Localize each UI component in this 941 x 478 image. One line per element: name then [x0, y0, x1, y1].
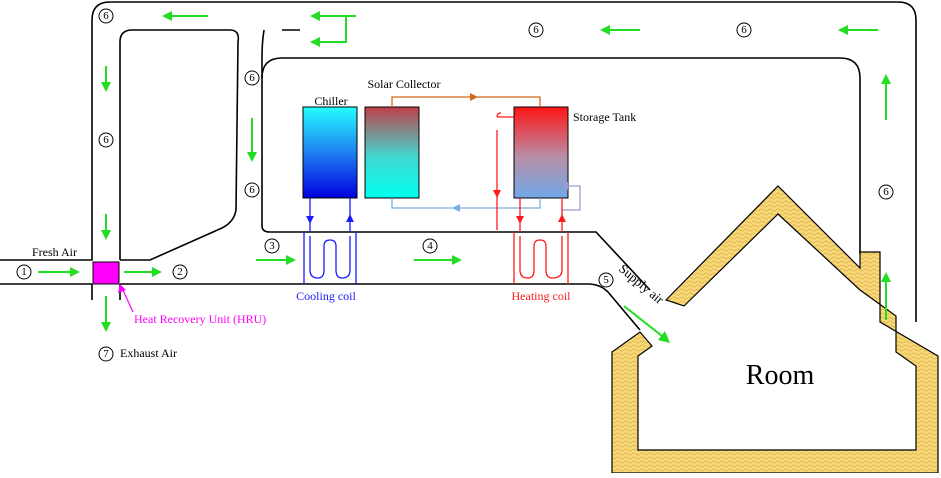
exhaust-air-label: Exhaust Air	[120, 346, 177, 360]
cooling-coil: Cooling coil	[296, 198, 357, 303]
hru-pointer-arrowhead-icon	[118, 284, 126, 293]
room-wall	[611, 185, 939, 474]
node-7: 7	[98, 346, 114, 362]
lower-supply-duct-wall	[0, 283, 641, 331]
svg-text:6: 6	[741, 24, 747, 36]
svg-text:6: 6	[249, 72, 255, 84]
node-4: 4	[422, 238, 438, 254]
airflow-arrow-icon	[623, 305, 670, 343]
heating-coil: Heating coil	[493, 112, 572, 303]
heating-coil-label: Heating coil	[512, 289, 572, 303]
upper-duct-divider	[261, 29, 651, 291]
svg-text:6: 6	[533, 24, 539, 36]
airflow-arrow-icon	[600, 25, 640, 35]
storage-tank-label: Storage Tank	[573, 110, 636, 124]
svg-text:6: 6	[249, 184, 255, 196]
airflow-arrow-icon	[247, 118, 257, 162]
airflow-split-arrow-icon	[310, 11, 356, 47]
room-label: Room	[746, 360, 815, 391]
airflow-arrow-icon	[414, 255, 462, 265]
airflow-arrows	[38, 11, 891, 343]
airflow-arrow-icon	[162, 11, 208, 21]
duct-system	[0, 1, 917, 331]
node-6: 6	[98, 8, 114, 24]
node-6: 6	[878, 184, 894, 200]
solar-flow-arrow-icon	[470, 93, 478, 101]
airflow-arrow-icon	[38, 267, 80, 277]
node-5: 5	[598, 272, 614, 288]
airflow-arrow-icon	[101, 296, 111, 332]
hru-label: Heat Recovery Unit (HRU)	[134, 312, 266, 326]
svg-text:4: 4	[427, 240, 433, 252]
storage-return-arrow-icon	[562, 182, 568, 190]
node-6: 6	[244, 182, 260, 198]
node-1: 1	[16, 264, 32, 280]
heat-recovery-unit	[92, 261, 120, 285]
svg-text:6: 6	[883, 186, 889, 198]
svg-text:5: 5	[603, 274, 609, 286]
airflow-arrow-icon	[881, 74, 891, 120]
node-6: 6	[528, 22, 544, 38]
svg-text:1: 1	[21, 266, 27, 278]
hru-pointer-arrow	[121, 287, 134, 313]
airflow-arrow-icon	[256, 255, 296, 265]
cooling-coil-label: Cooling coil	[296, 289, 356, 303]
room: Room	[611, 185, 939, 474]
svg-text:7: 7	[103, 348, 109, 360]
node-3: 3	[264, 238, 280, 254]
node-6: 6	[736, 22, 752, 38]
supply-air-label: Supply air	[616, 261, 667, 308]
chiller-label: Chiller	[314, 94, 347, 108]
airflow-arrow-icon	[838, 25, 878, 35]
svg-text:2: 2	[177, 266, 183, 278]
solar-collector-unit	[364, 106, 420, 199]
node-2: 2	[172, 264, 188, 280]
svg-text:6: 6	[103, 10, 109, 22]
solar-collector-label: Solar Collector	[368, 77, 441, 91]
node-6: 6	[244, 70, 260, 86]
inner-loop-wall	[261, 57, 861, 254]
return-flow-arrow-icon	[452, 204, 460, 212]
svg-text:6: 6	[103, 134, 109, 146]
solar-loop	[391, 93, 581, 212]
storage-tank-unit	[513, 106, 569, 199]
svg-text:3: 3	[269, 240, 275, 252]
node-markers: 1 2 3 4 5 6 6 6	[16, 8, 894, 362]
airflow-arrow-icon	[881, 272, 891, 320]
inner-return-duct-wall	[119, 29, 240, 261]
outer-duct-wall	[0, 1, 917, 322]
fresh-air-label: Fresh Air	[32, 245, 77, 259]
chiller-unit	[302, 106, 358, 199]
airflow-arrow-icon	[124, 267, 162, 277]
airflow-arrow-icon	[101, 214, 111, 240]
airflow-arrow-icon	[101, 66, 111, 92]
node-6: 6	[98, 132, 114, 148]
